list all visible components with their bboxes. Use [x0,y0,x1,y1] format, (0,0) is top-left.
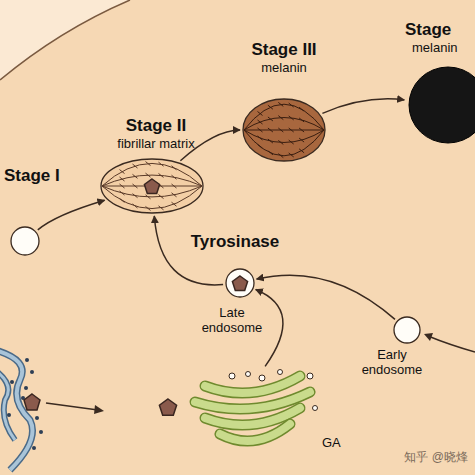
stage-heading: Stage [405,20,451,40]
enzyme-label: Tyrosinase [191,232,280,252]
organelle-label: Late endosome [198,306,266,336]
endoplasmic-reticulum [0,350,43,470]
melanosome-outline [243,99,325,161]
transport-vesicle [278,370,283,375]
stage-three-melanosome: Stage IIImelanin [242,98,326,162]
transport-vesicle [307,373,313,379]
mature-melanosome [409,67,475,143]
golgi-apparatus: GA [150,368,320,450]
organelle-label: Early endosome [357,348,427,378]
stage-description: melanin [261,61,307,76]
stage-four-melanosome: Stagemelanin [406,66,475,144]
golgi-cisterna-fill [205,376,300,393]
node-outline [10,226,40,256]
organelle-label: GA [322,436,341,451]
node-outline [150,368,320,450]
vesicle-outline [226,269,254,297]
vesicle-outline [394,317,420,343]
transport-vesicle [259,375,265,381]
tyrosinase-symbol [232,276,247,291]
stage-description: fibrillar matrix [117,137,194,152]
node-outline [225,268,255,298]
vesicle-outline [11,227,39,255]
stage-heading: Stage III [251,40,316,60]
melanosome-outline [101,159,203,213]
transport-vesicle [229,373,235,379]
early-endosome: Early endosome [393,316,421,344]
transport-arrow [38,200,105,230]
golgi-cisterna-fill [220,424,290,441]
node-outline [242,98,326,162]
transport-arrow [322,99,404,114]
stage-heading: Stage II [126,116,186,136]
watermark: 知乎 @晓烽 [404,449,468,466]
transport-arrow [257,275,395,319]
node-outline [100,158,204,214]
node-outline [393,316,421,344]
stage-heading: Stage I [4,166,60,186]
tyrosinase-symbol [159,399,176,415]
stage-one-melanosome: Stage I [10,226,40,256]
stage-description: melanin [412,41,458,56]
outer-region [0,0,130,80]
cell-membrane [0,0,130,80]
transport-vesicle [246,372,251,377]
stage-two-melanosome: Stage IIfibrillar matrix [100,158,204,214]
transport-vesicle [313,406,318,411]
fibril-lines [244,102,324,157]
fibril-lines [102,162,202,211]
node-outline [406,66,475,144]
er-to-golgi-arrow [46,403,104,414]
golgi-cisterna [220,424,290,441]
golgi-cisterna [205,376,300,393]
tyrosinase-symbol [144,179,159,194]
late-endosome: TyrosinaseLate endosome [225,268,255,298]
incoming-endocytic-arrow [424,333,475,352]
